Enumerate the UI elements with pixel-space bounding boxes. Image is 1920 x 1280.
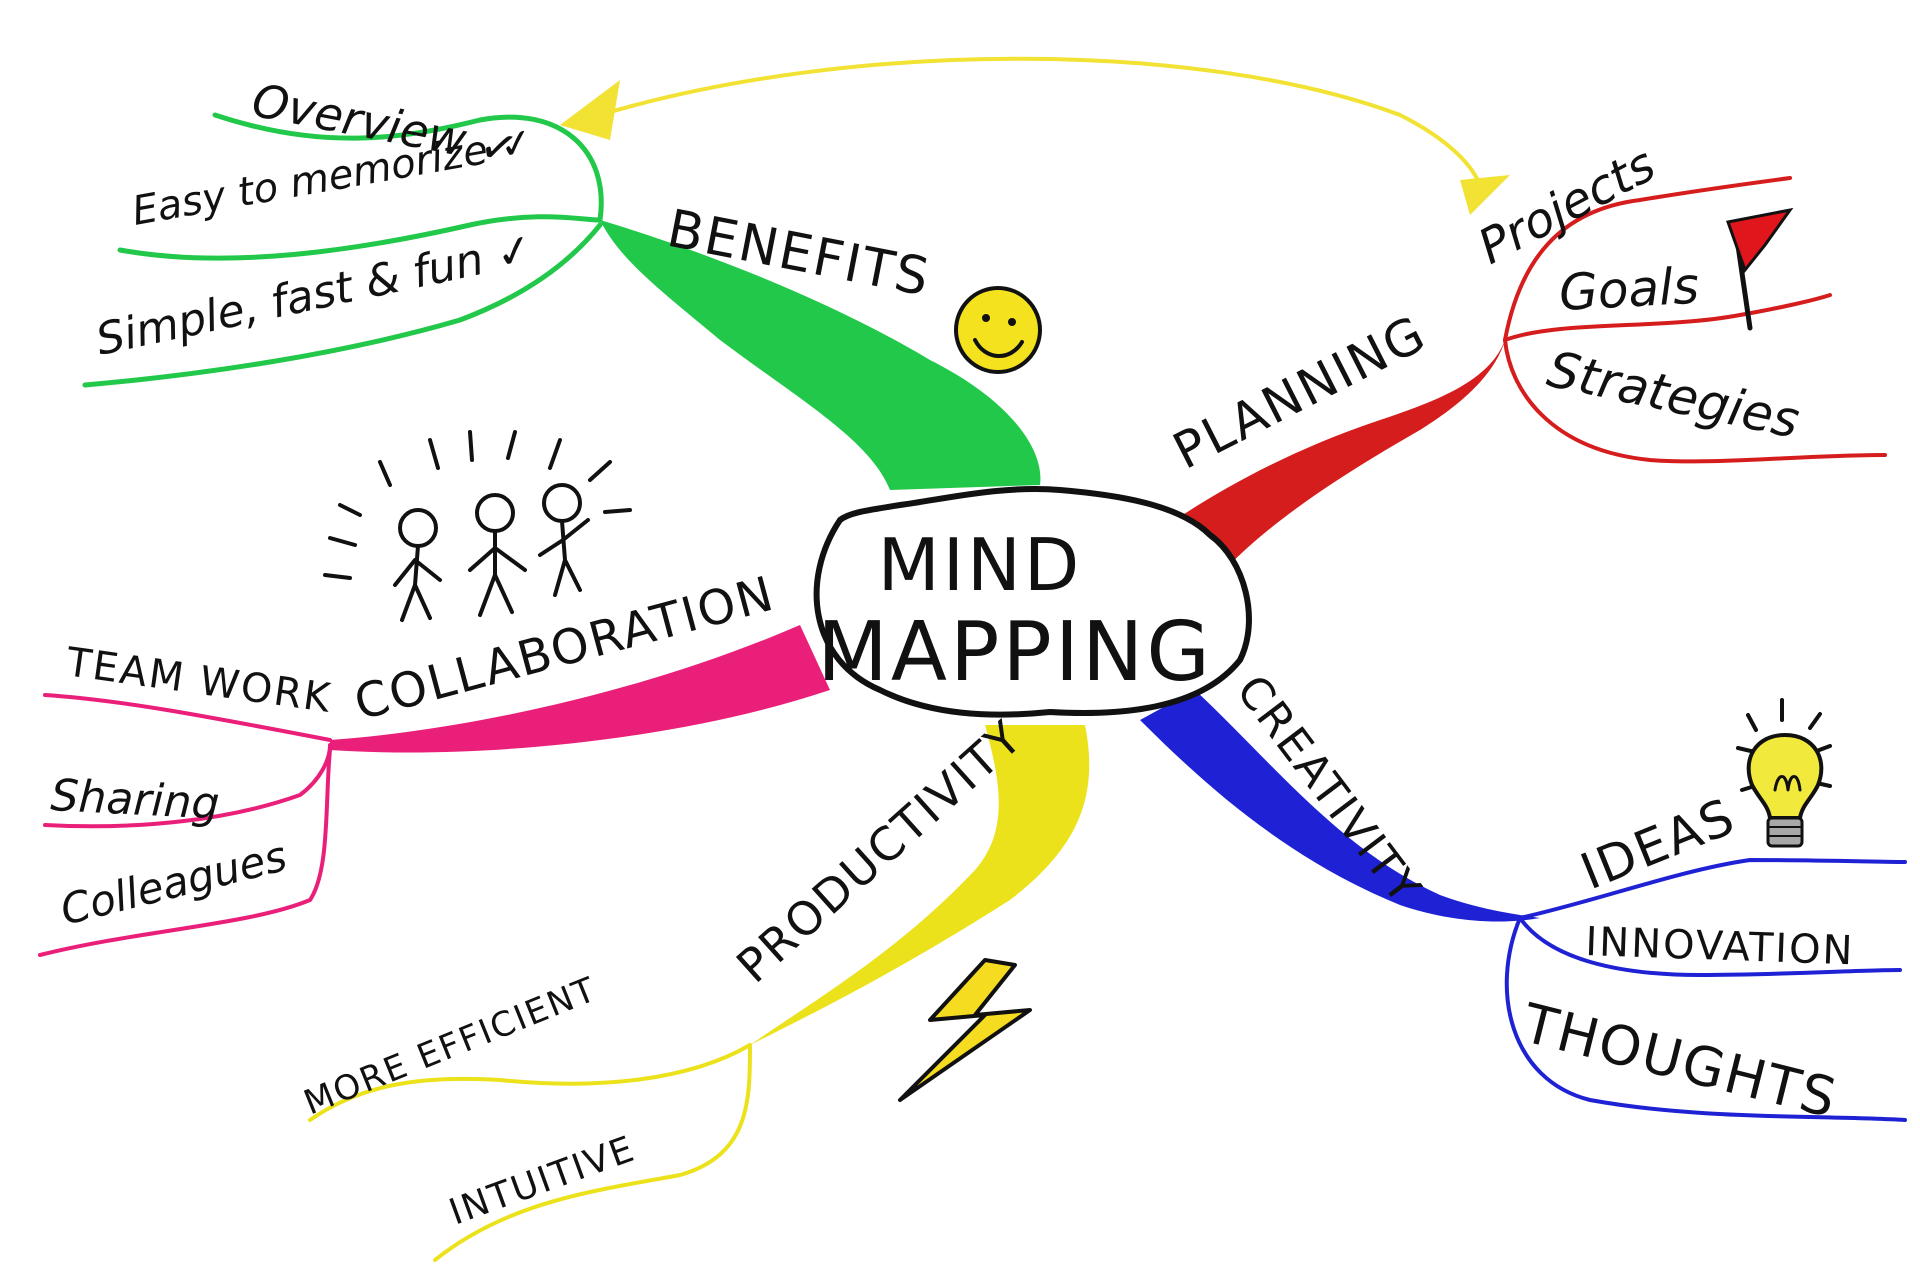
creativity-item-ideas: IDEAS — [1573, 787, 1744, 901]
collaboration-branch — [330, 625, 830, 753]
productivity-branch — [750, 725, 1090, 1045]
link-arrowhead-right — [1460, 175, 1510, 215]
smiley-face-icon — [954, 286, 1042, 374]
productivity-item-intuitive: INTUITIVE — [444, 1128, 641, 1233]
collaboration-sub-lines — [38, 693, 332, 957]
link-arrow-curve — [599, 56, 1482, 186]
creativity-sub-lines — [1504, 857, 1907, 1122]
collaboration-item-sharing: Sharing — [49, 770, 220, 830]
collaboration-item-colleagues: Colleagues — [56, 831, 292, 934]
benefits-item-simple-fast-fun: Simple, fast & fun ✓ — [92, 223, 538, 365]
planning-branch — [1175, 340, 1505, 575]
benefits-sub-lines — [82, 112, 604, 388]
planning-sub-lines — [1503, 176, 1887, 464]
link-arrowhead-left — [560, 80, 620, 140]
planning-item-strategies: Strategies — [1543, 340, 1805, 450]
center-title-line2: MAPPING — [817, 605, 1213, 700]
collaboration-item-team-work: TEAM WORK — [63, 639, 335, 722]
center-title-line1: MIND — [878, 523, 1083, 607]
creativity-branch — [1140, 690, 1540, 922]
productivity-label: PRODUCTIVITY — [726, 709, 1033, 993]
center-cloud — [813, 486, 1252, 718]
planning-item-goals: Goals — [1558, 257, 1701, 322]
lightning-bolt-icon — [898, 958, 1032, 1102]
planning-item-projects: Projects — [1469, 136, 1664, 275]
stick-figures-icon — [323, 430, 632, 622]
productivity-item-more-efficient: MORE EFFICIENT — [298, 969, 602, 1123]
creativity-item-innovation: INNOVATION — [1585, 919, 1856, 974]
productivity-sub-lines — [308, 1043, 752, 1262]
red-flag-icon — [1726, 207, 1794, 331]
benefits-branch — [600, 220, 1041, 490]
light-bulb-icon — [1736, 698, 1832, 848]
